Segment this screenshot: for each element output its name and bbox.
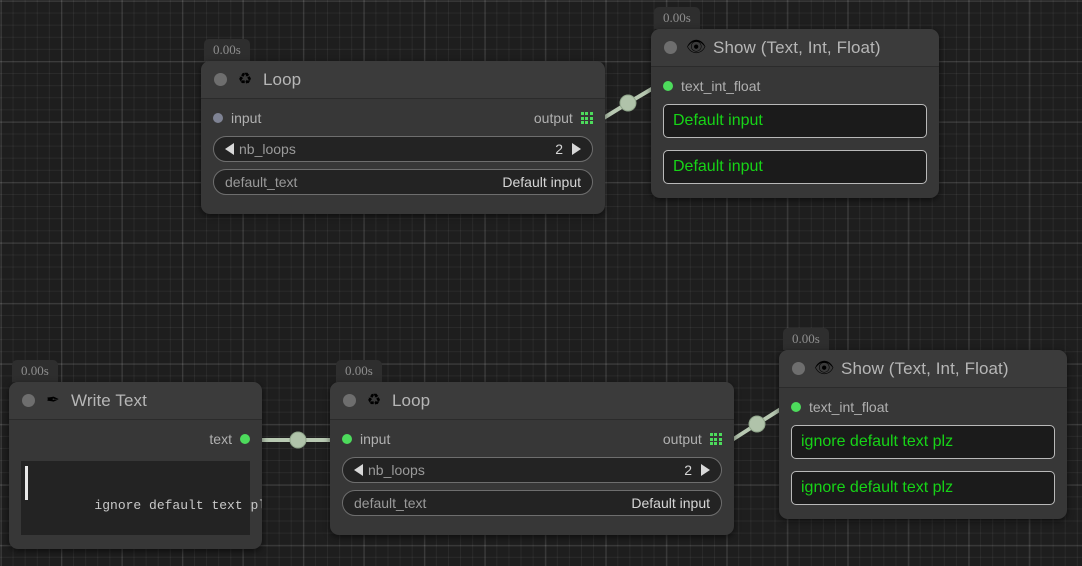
node-loop-bottom[interactable]: ♻ Loop input output nb_loops 2 [330,382,734,535]
output-port-label: output [662,431,702,447]
node-body: text_int_float ignore default text plz i… [779,388,1067,519]
field-label: nb_loops [368,462,425,478]
node-title: Show (Text, Int, Float) [713,37,881,57]
input-port-label: input [231,110,262,126]
field-nb-loops[interactable]: nb_loops 2 [342,457,722,483]
field-value[interactable]: Default input [502,174,581,190]
pen-nib-icon: ✒ [46,391,60,409]
list-grid-icon[interactable] [709,432,722,446]
execution-time-badge: 0.00s [336,360,382,382]
port-row: input output [213,108,593,128]
output-port-label: text [209,431,232,447]
port-row: text_int_float [663,76,927,96]
increment-arrow-icon[interactable] [701,464,710,476]
node-title: Loop [263,69,302,89]
node-collapse-toggle[interactable] [792,362,805,375]
node-header[interactable]: ✒ Write Text [9,382,262,420]
output-port-text[interactable] [240,434,250,444]
eye-icon: 👁 [814,359,835,377]
node-body: input output nb_loops 2 default_text Def… [201,99,605,214]
field-default-text[interactable]: default_text Default input [342,490,722,516]
value-display-box: Default input [663,104,927,138]
field-default-text[interactable]: default_text Default input [213,169,593,195]
field-value[interactable]: 2 [555,141,563,157]
node-title: Show (Text, Int, Float) [841,358,1009,378]
node-collapse-toggle[interactable] [343,394,356,407]
node-show-bottom[interactable]: 👁 Show (Text, Int, Float) text_int_float… [779,350,1067,519]
text-input-value: ignore default text plz [94,498,262,513]
field-value[interactable]: Default input [631,495,710,511]
node-collapse-toggle[interactable] [214,73,227,86]
field-label: default_text [225,174,298,190]
recycle-icon: ♻ [237,70,253,88]
execution-time-badge: 0.00s [204,39,250,61]
execution-time-badge: 0.00s [783,328,829,350]
node-header[interactable]: ♻ Loop [330,382,734,420]
node-collapse-toggle[interactable] [22,394,35,407]
node-header[interactable]: 👁 Show (Text, Int, Float) [779,350,1067,388]
field-label: nb_loops [239,141,296,157]
field-label: default_text [354,495,427,511]
input-port-input[interactable] [342,434,352,444]
node-body: input output nb_loops 2 default_text Def… [330,420,734,535]
node-show-top[interactable]: 👁 Show (Text, Int, Float) text_int_float… [651,29,939,198]
node-write-text[interactable]: ✒ Write Text text ignore default text pl… [9,382,262,549]
output-port-label: output [533,110,573,126]
execution-time-badge: 0.00s [654,7,700,29]
node-collapse-toggle[interactable] [664,41,677,54]
text-cursor [25,466,28,500]
decrement-arrow-icon[interactable] [354,464,363,476]
input-port-text-int-float[interactable] [791,402,801,412]
execution-time-badge: 0.00s [12,360,58,382]
value-display-box: ignore default text plz [791,471,1055,505]
increment-arrow-icon[interactable] [572,143,581,155]
text-input-area[interactable]: ignore default text plz [21,461,262,535]
recycle-icon: ♻ [366,391,382,409]
value-display-box: ignore default text plz [791,425,1055,459]
input-port-text-int-float[interactable] [663,81,673,91]
input-port-label: text_int_float [809,399,889,415]
node-header[interactable]: 👁 Show (Text, Int, Float) [651,29,939,67]
node-title: Loop [392,390,431,410]
decrement-arrow-icon[interactable] [225,143,234,155]
field-value[interactable]: 2 [684,462,692,478]
field-nb-loops[interactable]: nb_loops 2 [213,136,593,162]
port-row: text_int_float [791,397,1055,417]
list-grid-icon[interactable] [580,111,593,125]
node-body: text_int_float Default input Default inp… [651,67,939,198]
node-body: text ignore default text plz [9,420,262,549]
input-port-label: text_int_float [681,78,761,94]
value-display-box: Default input [663,150,927,184]
input-port-input[interactable] [213,113,223,123]
node-loop-top[interactable]: ♻ Loop input output nb_loops 2 [201,61,605,214]
node-header[interactable]: ♻ Loop [201,61,605,99]
port-row: input output [342,429,722,449]
input-port-label: input [360,431,391,447]
eye-icon: 👁 [686,38,707,56]
port-row: text [21,429,250,449]
node-title: Write Text [71,390,147,410]
